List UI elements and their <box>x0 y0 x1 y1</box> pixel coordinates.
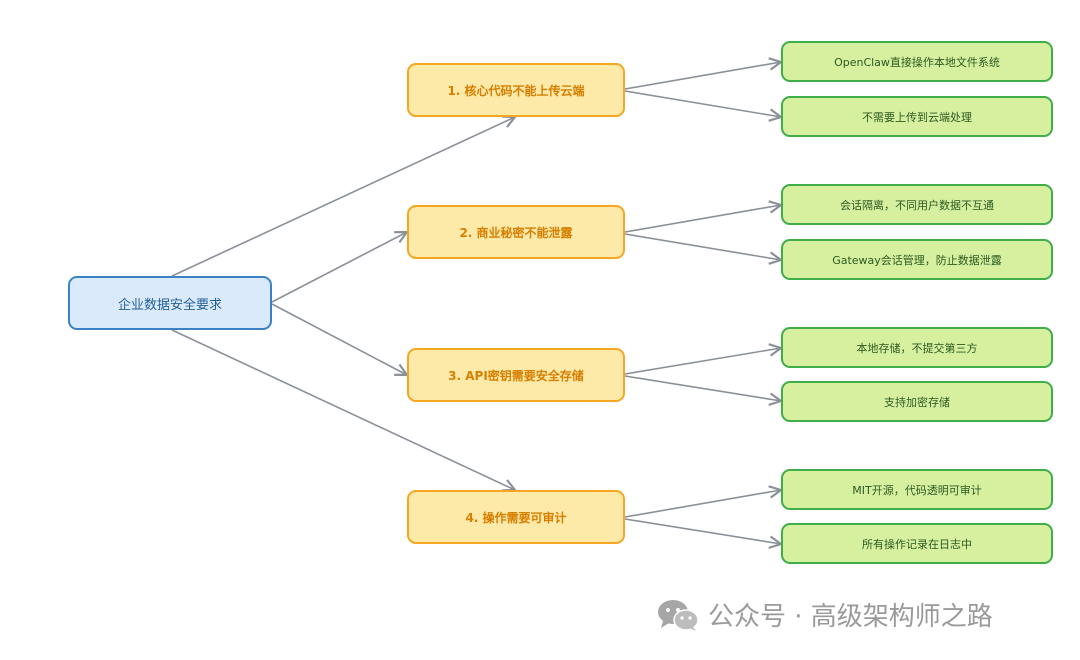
connector-arrow <box>624 233 781 260</box>
leaf-node-label: 所有操作记录在日志中 <box>862 537 972 551</box>
branch-node-label: 3. API密钥需要安全存储 <box>448 368 584 383</box>
branch-node-code-upload[interactable]: 1. 核心代码不能上传云端 <box>407 63 625 117</box>
connector-arrow <box>171 117 515 277</box>
connector-arrow <box>271 303 407 375</box>
leaf-node[interactable]: MIT开源，代码透明可审计 <box>781 469 1053 510</box>
leaf-node-label: 本地存储，不提交第三方 <box>856 341 978 355</box>
connector-arrow <box>624 490 781 518</box>
leaf-node-label: Gateway会话管理，防止数据泄露 <box>832 253 1002 267</box>
leaf-node[interactable]: 本地存储，不提交第三方 <box>781 327 1053 368</box>
leaf-node-label: MIT开源，代码透明可审计 <box>852 483 982 497</box>
leaf-node[interactable]: 不需要上传到云端处理 <box>781 96 1053 137</box>
leaf-node[interactable]: Gateway会话管理，防止数据泄露 <box>781 239 1053 280</box>
leaf-node-label: OpenClaw直接操作本地文件系统 <box>834 55 1000 69</box>
connector-arrow <box>624 375 781 401</box>
branch-node-api-keys[interactable]: 3. API密钥需要安全存储 <box>407 348 625 402</box>
connector-arrow <box>171 329 515 490</box>
connector-arrow <box>624 205 781 233</box>
root-node[interactable]: 企业数据安全要求 <box>68 276 272 330</box>
wechat-icon <box>658 599 699 631</box>
connector-arrow <box>624 62 781 90</box>
watermark: 公众号 · 高级架构师之路 <box>656 596 993 633</box>
leaf-node-label: 会话隔离，不同用户数据不互通 <box>840 198 994 212</box>
branch-node-label: 1. 核心代码不能上传云端 <box>447 83 585 98</box>
branch-node-label: 2. 商业秘密不能泄露 <box>459 225 573 240</box>
branch-node-audit[interactable]: 4. 操作需要可审计 <box>407 490 625 544</box>
branch-node-trade-secrets[interactable]: 2. 商业秘密不能泄露 <box>407 205 625 259</box>
connector-arrow <box>624 348 781 375</box>
leaf-node[interactable]: 所有操作记录在日志中 <box>781 523 1053 564</box>
connector-arrow <box>624 518 781 544</box>
watermark-text: 公众号 · 高级架构师之路 <box>708 602 993 632</box>
leaf-node-label: 支持加密存储 <box>884 395 950 409</box>
connector-arrow <box>271 232 407 303</box>
leaf-node-label: 不需要上传到云端处理 <box>862 110 972 124</box>
branch-node-label: 4. 操作需要可审计 <box>465 510 567 525</box>
leaf-node[interactable]: OpenClaw直接操作本地文件系统 <box>781 41 1053 82</box>
leaf-node[interactable]: 支持加密存储 <box>781 381 1053 422</box>
root-node-label: 企业数据安全要求 <box>117 297 222 313</box>
leaf-node[interactable]: 会话隔离，不同用户数据不互通 <box>781 184 1053 225</box>
connector-arrow <box>624 90 781 117</box>
